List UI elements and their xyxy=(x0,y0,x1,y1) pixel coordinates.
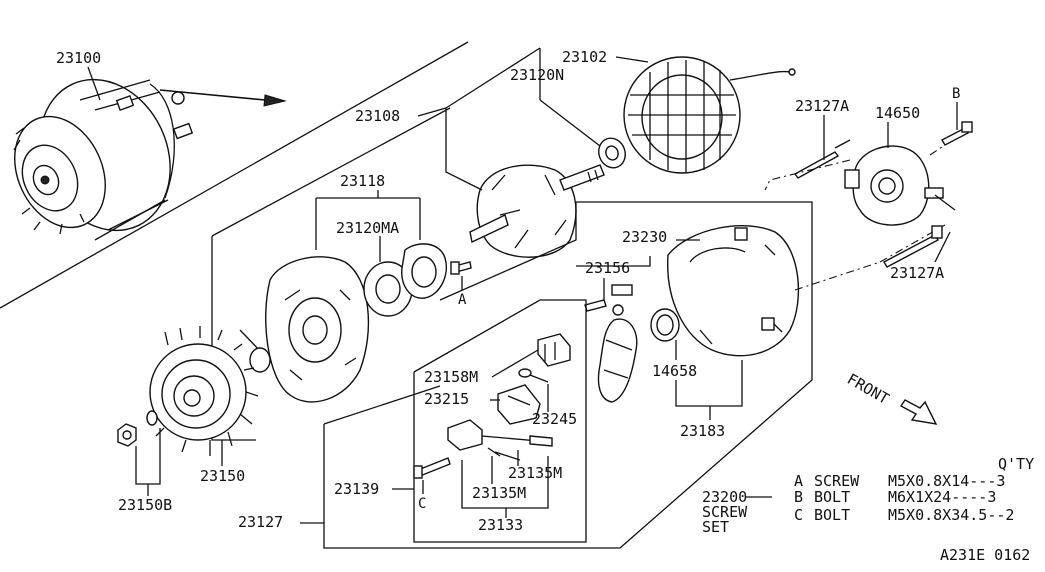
front-direction-indicator: FRONT xyxy=(844,370,938,425)
figure-code: A231E 0162 xyxy=(940,546,1030,564)
part-label-23102: 23102 xyxy=(562,48,607,66)
bearing-23120MA xyxy=(363,261,413,317)
screw-set-spec-c: M5X0.8X34.5--2 xyxy=(888,506,1014,524)
callout-a: A xyxy=(458,292,467,308)
part-label-23127: 23127 xyxy=(238,513,283,531)
part-label-23120N: 23120N xyxy=(510,66,564,84)
rectifier-23156 xyxy=(584,284,638,403)
screw-set-part-number: 23200 xyxy=(702,488,747,506)
brush-holder-23215 xyxy=(497,384,541,425)
screw-set-row-a: A SCREW M5X0.8X14---3 xyxy=(794,472,1005,490)
part-label-23135M-left: 23135M xyxy=(472,484,526,502)
screw-set-name-line1: SCREW xyxy=(702,503,748,521)
screw-a-icon xyxy=(450,261,472,275)
part-label-23135M-right: 23135M xyxy=(508,464,562,482)
callout-b-top: B xyxy=(952,86,960,102)
screw-set-id-a: A xyxy=(794,472,803,490)
washer-23150b xyxy=(146,410,158,426)
part-label-23133: 23133 xyxy=(478,516,523,534)
part-label-23230: 23230 xyxy=(622,228,667,246)
through-bolt-23127a-bottom xyxy=(883,225,943,268)
part-label-23150: 23150 xyxy=(200,467,245,485)
screw-set-spec-a: M5X0.8X14---3 xyxy=(888,472,1005,490)
screw-set-row-c: C BOLT M5X0.8X34.5--2 xyxy=(794,506,1014,524)
part-label-23108: 23108 xyxy=(355,107,400,125)
part-label-23100: 23100 xyxy=(56,49,101,67)
brush-spring-23245 xyxy=(518,368,549,383)
nut-23150b xyxy=(117,423,137,447)
pulley-fan-23150 xyxy=(149,326,259,456)
screw-b-bolt-icon xyxy=(159,89,287,107)
qty-header: Q'TY xyxy=(998,455,1034,473)
screw-c-icon xyxy=(413,457,451,479)
rotor xyxy=(469,164,605,258)
screw-set-name-b: BOLT xyxy=(814,488,850,506)
screw-set-name-a: SCREW xyxy=(814,472,860,490)
terminal-23135m xyxy=(447,419,553,461)
screw-set-name-c: BOLT xyxy=(814,506,850,524)
part-label-23158M: 23158M xyxy=(424,368,478,386)
retainer-plate xyxy=(401,243,447,299)
callout-c: C xyxy=(418,496,426,512)
screw-set-name-line2: SET xyxy=(702,518,729,536)
front-label: FRONT xyxy=(844,370,892,408)
regulator-23158m xyxy=(537,333,571,367)
part-label-14658: 14658 xyxy=(652,362,697,380)
rear-housing xyxy=(667,225,800,357)
part-label-23215: 23215 xyxy=(424,390,469,408)
through-bolt-23127a-top xyxy=(793,139,851,179)
seal-14658 xyxy=(650,308,680,342)
screw-set-id-b: B xyxy=(794,488,803,506)
screw-set-id-c: C xyxy=(794,506,803,524)
stator-23102 xyxy=(623,56,796,174)
part-label-23127A-top: 23127A xyxy=(795,97,849,115)
part-label-23127A-bottom: 23127A xyxy=(890,264,944,282)
front-housing xyxy=(265,256,370,403)
part-label-23245: 23245 xyxy=(532,410,577,428)
part-label-23120MA: 23120MA xyxy=(336,219,399,237)
screw-b-icon xyxy=(941,121,973,146)
part-label-23183: 23183 xyxy=(680,422,725,440)
vacuum-pump-14650 xyxy=(844,145,956,226)
regulator-bracket xyxy=(413,299,587,543)
part-label-23118: 23118 xyxy=(340,172,385,190)
separator-line xyxy=(0,41,469,309)
part-label-23150B: 23150B xyxy=(118,496,172,514)
part-label-23156: 23156 xyxy=(585,259,630,277)
bearing-23120N xyxy=(598,137,626,169)
part-label-14650: 14650 xyxy=(875,104,920,122)
alternator-assembly-23100 xyxy=(13,78,194,241)
rear-assembly-bracket xyxy=(323,201,813,549)
part-label-23139: 23139 xyxy=(334,480,379,498)
screw-set-table: Q'TY 23200 SCREW SET A SCREW M5X0.8X14--… xyxy=(702,455,1034,536)
screw-set-spec-b: M6X1X24----3 xyxy=(888,488,996,506)
screw-set-row-b: B BOLT M6X1X24----3 xyxy=(794,488,996,506)
